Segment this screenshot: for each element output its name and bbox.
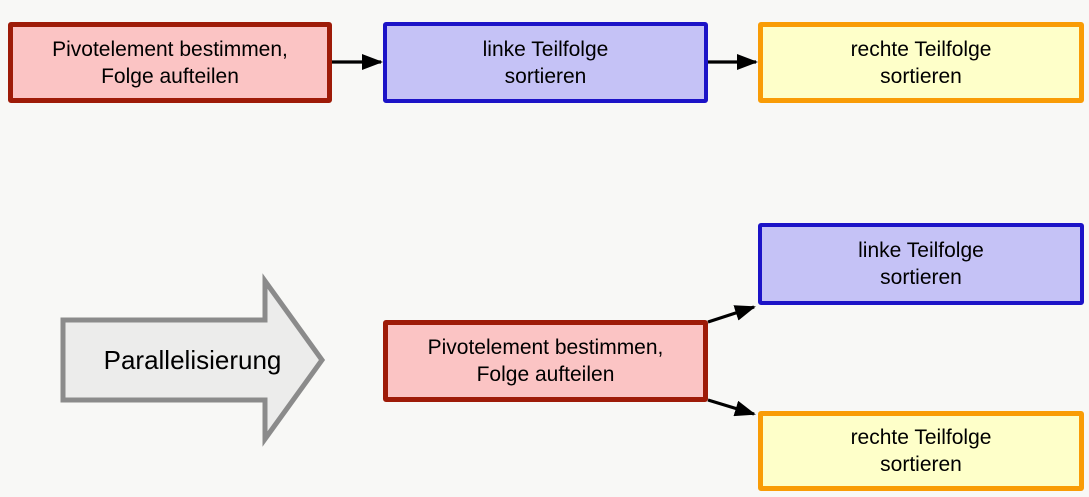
parallel-pivot-box: Pivotelement bestimmen, Folge aufteilen bbox=[383, 320, 708, 402]
sequential-left-line2: sortieren bbox=[504, 64, 587, 88]
sequential-pivot-line2: Folge aufteilen bbox=[101, 64, 239, 88]
parallel-right-subsequence-box: rechte Teilfolge sortieren bbox=[758, 411, 1084, 491]
sequential-right-line2: sortieren bbox=[880, 64, 962, 88]
sequential-right-line1: rechte Teilfolge bbox=[850, 37, 992, 61]
parallelization-label: Parallelisierung bbox=[103, 344, 282, 375]
sequential-pivot-line1: Pivotelement bestimmen, bbox=[52, 37, 288, 61]
parallel-left-line1: linke Teilfolge bbox=[858, 239, 984, 262]
arrow-pivot-to-left-parallel bbox=[707, 305, 756, 324]
sequential-left-line1: linke Teilfolge bbox=[482, 37, 609, 61]
sequential-pivot-box: Pivotelement bestimmen, Folge aufteilen bbox=[8, 22, 332, 103]
parallel-right-line1: rechte Teilfolge bbox=[850, 426, 992, 449]
sequential-left-subsequence-box: linke Teilfolge sortieren bbox=[383, 22, 708, 103]
parallel-pivot-line2: Folge aufteilen bbox=[476, 363, 615, 386]
parallel-left-line2: sortieren bbox=[880, 266, 962, 289]
parallel-left-subsequence-box: linke Teilfolge sortieren bbox=[758, 223, 1084, 305]
parallel-pivot-line1: Pivotelement bestimmen, bbox=[427, 336, 664, 359]
parallel-right-line2: sortieren bbox=[880, 453, 962, 476]
sequential-right-subsequence-box: rechte Teilfolge sortieren bbox=[758, 22, 1084, 103]
arrow-pivot-to-right-parallel bbox=[707, 398, 756, 417]
parallelization-arrow-shape bbox=[60, 273, 326, 447]
